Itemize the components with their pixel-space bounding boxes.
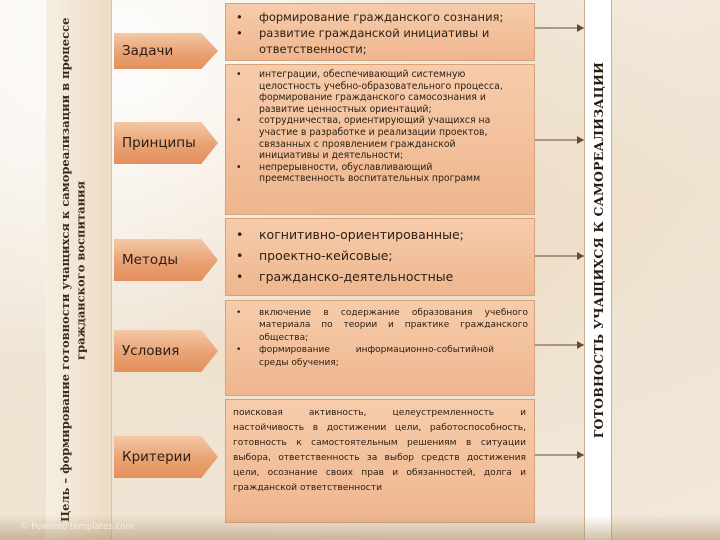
label-principles: Принципы — [114, 122, 218, 164]
label-conditions: Условия — [114, 330, 218, 372]
principles-item: сотрудничества, ориентирующий учащихся н… — [226, 115, 534, 161]
criteria-box: поисковая активность, целеустремленность… — [225, 399, 535, 523]
arrowhead-criteria — [577, 451, 584, 459]
bottom-shade — [0, 515, 720, 540]
criteria-text: поисковая активность, целеустремленность… — [233, 408, 526, 494]
tasks-item: формирование гражданского сознания; — [226, 9, 534, 25]
outcome-panel — [584, 0, 612, 540]
arrowhead-principles — [577, 136, 584, 144]
methods-item: когнитивно-ориентированные; — [226, 224, 534, 245]
outcome-label: ГОТОВНОСТЬ УЧАЩИХСЯ К САМОРЕАЛИЗАЦИИ — [584, 0, 612, 500]
conditions-item: формирование информационно-событийной ср… — [226, 344, 534, 369]
arrowhead-tasks — [577, 24, 584, 32]
principles-item: интеграции, обеспечивающий системную цел… — [226, 69, 534, 115]
methods-item: гражданско-деятельностные — [226, 266, 534, 287]
conditions-item: включение в содержание образования учебн… — [226, 307, 534, 344]
methods-box: когнитивно-ориентированные; проектно-кей… — [225, 218, 535, 296]
arrowhead-methods — [577, 252, 584, 260]
watermark: © Powered templates.com — [20, 522, 134, 532]
conditions-box: включение в содержание образования учебн… — [225, 300, 535, 396]
label-criteria: Критерии — [114, 436, 218, 478]
principles-item: непрерывности, обуславливающий преемстве… — [226, 162, 534, 185]
label-methods: Методы — [114, 239, 218, 281]
tasks-item: развитие гражданской инициативы и ответс… — [226, 25, 534, 57]
tasks-box: формирование гражданского сознания; разв… — [225, 3, 535, 61]
label-tasks: Задачи — [114, 33, 218, 69]
goal-panel — [46, 0, 112, 540]
arrowhead-conditions — [577, 341, 584, 349]
methods-item: проектно-кейсовые; — [226, 245, 534, 266]
outcome-text: ГОТОВНОСТЬ УЧАЩИХСЯ К САМОРЕАЛИЗАЦИИ — [590, 61, 606, 439]
principles-box: интеграции, обеспечивающий системную цел… — [225, 64, 535, 215]
